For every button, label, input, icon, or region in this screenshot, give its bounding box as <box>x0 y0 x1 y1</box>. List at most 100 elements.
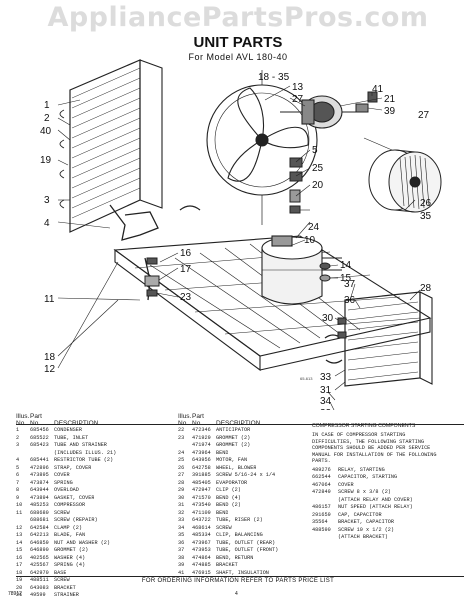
table-header: No. No. DESCRIPTION <box>16 420 174 427</box>
header-no: No. <box>178 420 189 427</box>
part-number: 473967 <box>192 539 211 546</box>
part-description: (ATTACH BRACKET) <box>338 534 388 540</box>
callout: 2 <box>44 113 50 124</box>
part-number: 485334 <box>192 532 211 538</box>
callout: 26 <box>420 198 432 209</box>
starting-components-note: IN CASE OF COMPRESSOR STARTING DIFFICULT… <box>312 432 437 464</box>
part-description: TUBE, OUTLET (REAR) <box>216 539 276 546</box>
table-header: No. No. DESCRIPTION <box>178 420 308 427</box>
part-number: 485405 <box>192 479 211 486</box>
part-number: 471570 <box>192 494 211 501</box>
callout: 32 <box>320 408 332 410</box>
part-number: 685441 <box>30 457 49 463</box>
part-number: 473964 <box>192 449 211 456</box>
table-row: (ATTACH BRACKET) <box>312 534 462 542</box>
part-description: SHAFT, INSULATION <box>216 569 269 576</box>
illus-number: 14 <box>16 539 23 546</box>
part-number: 646859 <box>30 539 49 546</box>
callout-numbers: 1 2 40 19 3 4 16 17 23 11 18 12 18 - 35 … <box>40 72 432 410</box>
part-description: SPRING <box>54 479 73 486</box>
part-description: SCREW <box>216 524 232 531</box>
part-number: 488590 <box>312 526 331 533</box>
header-description: DESCRIPTION <box>216 420 261 427</box>
callout: 14 <box>340 260 352 271</box>
header-no: No. <box>30 420 41 427</box>
illus-number: 9 <box>16 494 20 501</box>
illus-number: 5 <box>16 464 20 471</box>
footer-rule <box>16 576 464 577</box>
part-description: BRACKET, CAPACITOR <box>338 519 395 525</box>
part-number: 473895 <box>30 472 49 478</box>
part-number: 488511 <box>30 577 49 583</box>
header-part: Part <box>192 413 204 420</box>
part-description: NUT SPEED (ATTACH RELAY) <box>338 504 413 510</box>
illus-number: 31 <box>178 502 185 508</box>
callout: 5 <box>312 145 318 156</box>
callout: 31 <box>320 385 332 396</box>
part-description: COMPRESSOR <box>54 502 86 508</box>
part-number: 642758 <box>192 464 211 471</box>
exploded-parts-diagram: 1 2 40 19 3 4 16 17 23 11 18 12 18 - 35 … <box>40 59 442 410</box>
part-description: SPRING (4) <box>54 562 86 568</box>
illus-number: 12 <box>16 524 23 531</box>
part-description: BASE <box>54 569 67 576</box>
illus-number: 10 <box>16 502 23 508</box>
illus-number: 41 <box>178 569 185 576</box>
page-number: 4 <box>235 591 238 597</box>
callout: 1 <box>44 100 50 111</box>
part-description: ANTICIPATOR <box>216 427 251 433</box>
part-number: 474885 <box>192 562 211 568</box>
part-description: SCREW (REPAIR) <box>54 517 98 523</box>
part-number: 486157 <box>312 504 331 510</box>
part-description: SCREW 10 x 1/2 (2) <box>338 526 395 533</box>
part-description: BRACKET <box>54 584 76 591</box>
part-number: 642584 <box>30 524 49 531</box>
callout: 3 <box>44 195 50 206</box>
callout: 23 <box>180 292 192 303</box>
part-number: 291659 <box>312 511 331 518</box>
header-no: No. <box>16 420 27 427</box>
part-description: TUBE, INLET <box>54 434 89 441</box>
illus-number: 38 <box>178 554 185 561</box>
part-number: 402565 <box>30 554 49 561</box>
illus-number: 22 <box>178 427 185 433</box>
table-header: Illus. Part <box>178 413 308 420</box>
part-description: BEND <box>216 509 229 516</box>
illus-number: 27 <box>178 472 185 478</box>
part-number: 685522 <box>30 434 49 441</box>
page-title: UNIT PARTS <box>193 34 283 51</box>
part-number <box>312 534 338 542</box>
corner-code: 78912 <box>8 591 22 597</box>
part-description: GROMMET (2) <box>216 434 251 441</box>
part-description: COVER <box>54 472 70 478</box>
header-description: DESCRIPTION <box>54 420 99 427</box>
part-description: RELAY, STARTING <box>338 466 385 473</box>
part-description: WHEEL, BLOWER <box>216 464 257 471</box>
callout: 20 <box>312 180 324 191</box>
callout: 13 <box>292 82 304 93</box>
part-number: 643944 <box>30 487 49 493</box>
part-description: OVERLOAD <box>54 487 79 493</box>
blower-wheel <box>368 149 442 213</box>
part-number: 643722 <box>192 517 211 523</box>
illus-number: 3 <box>16 442 20 448</box>
part-description: EVAPORATOR <box>216 479 248 486</box>
